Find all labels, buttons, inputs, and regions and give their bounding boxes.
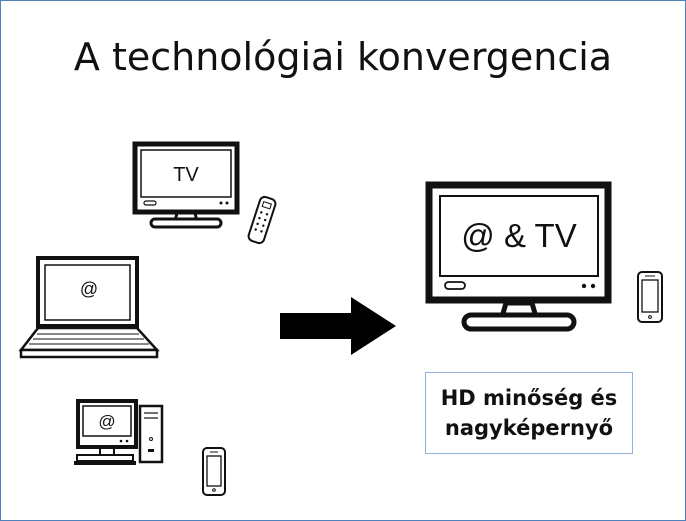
desktop-pc-icon [74,399,164,465]
desktop-screen-label: @ [98,412,115,431]
tv-screen-label: TV [173,164,199,186]
laptop-screen-label: @ [80,279,98,299]
tv-icon [132,141,240,229]
slide-title: A technológiai konvergencia [73,35,613,79]
large-tv-screen-label: @ & TV [461,217,576,254]
laptop-icon [18,256,160,359]
result-label-line-2: nagyképernyő [444,416,614,440]
large-tv-icon [425,181,612,332]
arrow-right-icon [280,297,396,355]
smartphone-icon [202,447,226,496]
smartphone-icon [637,271,663,323]
result-label-line-1: HD minőség és [440,386,618,410]
remote-icon [247,195,277,245]
result-label-box: HD minőség és nagyképernyő [425,372,633,454]
